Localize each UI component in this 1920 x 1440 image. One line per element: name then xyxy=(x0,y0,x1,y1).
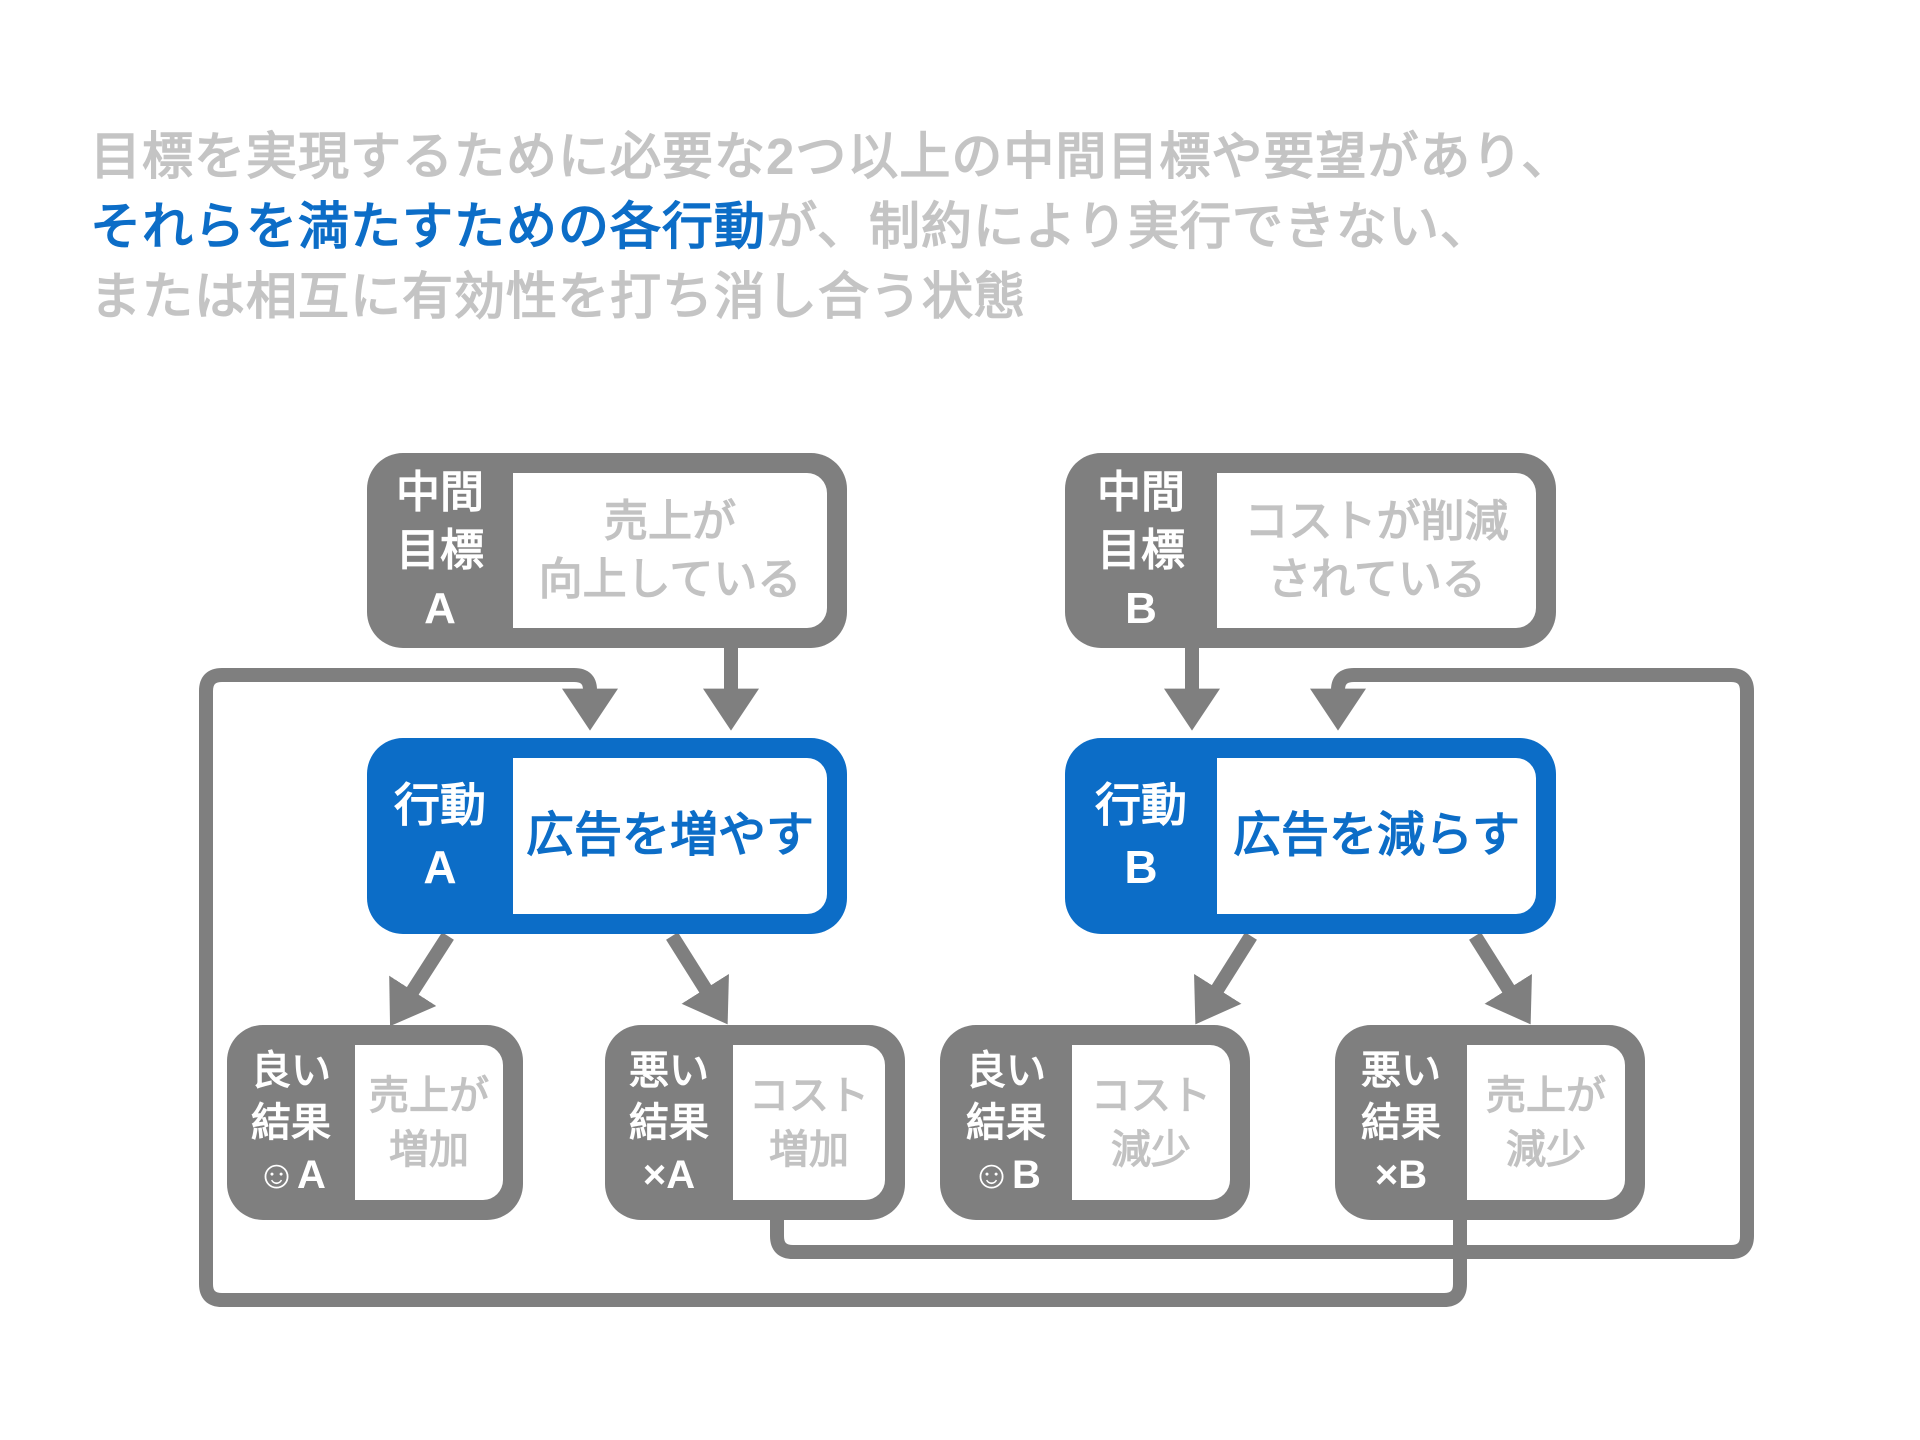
loop-bad-a-to-action-b xyxy=(770,668,1754,1259)
node-body: コストが削減 されている xyxy=(1217,473,1536,628)
title-line-3: または相互に有効性を打ち消し合う状態 xyxy=(90,268,1027,325)
node-body: 広告を減らす xyxy=(1217,758,1536,914)
cross-icon: ×B xyxy=(1374,1152,1428,1197)
arrow-action-b-to-bad-b xyxy=(1469,932,1532,1025)
node-intermediate-goal-a: 中間 目標 A 売上が 向上している xyxy=(367,453,847,648)
node-label: 悪い 結果 ×B xyxy=(1335,1025,1467,1220)
node-label: 良い 結果 ☺A xyxy=(227,1025,355,1220)
cross-icon: ×A xyxy=(642,1152,696,1197)
node-body: 売上が 減少 xyxy=(1467,1045,1625,1200)
arrow-action-a-to-bad-a xyxy=(666,932,729,1025)
node-body: 広告を増やす xyxy=(513,758,827,914)
node-label: 悪い 結果 ×A xyxy=(605,1025,733,1220)
node-body: 売上が 増加 xyxy=(355,1045,503,1200)
title-line-2: それらを満たすための各行動が、制約により実行できない、 xyxy=(90,198,1492,255)
node-action-b: 行動 B 広告を減らす xyxy=(1065,738,1556,934)
page-title: 目標を実現するために必要な2つ以上の中間目標や要望があり、 それらを満たすための… xyxy=(90,122,1690,332)
node-good-result-a: 良い 結果 ☺A 売上が 増加 xyxy=(227,1025,523,1220)
node-label: 中間 目標 A xyxy=(396,467,484,633)
node-body: コスト 増加 xyxy=(733,1045,885,1200)
arrow-action-a-to-good-a xyxy=(389,932,454,1027)
title-highlight: それらを満たすための各行動 xyxy=(90,198,767,255)
smiley-icon: ☺B xyxy=(971,1152,1041,1197)
title-line-1: 目標を実現するために必要な2つ以上の中間目標や要望があり、 xyxy=(90,128,1574,185)
node-good-result-b: 良い 結果 ☺B コスト 減少 xyxy=(940,1025,1250,1220)
node-label: 行動 A xyxy=(394,779,486,893)
node-action-a: 行動 A 広告を増やす xyxy=(367,738,847,934)
node-label: 行動 B xyxy=(1095,779,1187,893)
loop-bad-b-to-action-a xyxy=(199,668,1467,1307)
node-label: 良い 結果 ☺B xyxy=(940,1025,1072,1220)
node-intermediate-goal-b: 中間 目標 B コストが削減 されている xyxy=(1065,453,1556,648)
node-body: コスト 減少 xyxy=(1072,1045,1230,1200)
smiley-icon: ☺A xyxy=(256,1152,326,1197)
node-body: 売上が 向上している xyxy=(513,473,827,628)
node-label: 中間 目標 B xyxy=(1097,467,1185,633)
node-bad-result-a: 悪い 結果 ×A コスト 増加 xyxy=(605,1025,905,1220)
node-bad-result-b: 悪い 結果 ×B 売上が 減少 xyxy=(1335,1025,1645,1220)
arrow-action-b-to-good-b xyxy=(1194,932,1257,1025)
